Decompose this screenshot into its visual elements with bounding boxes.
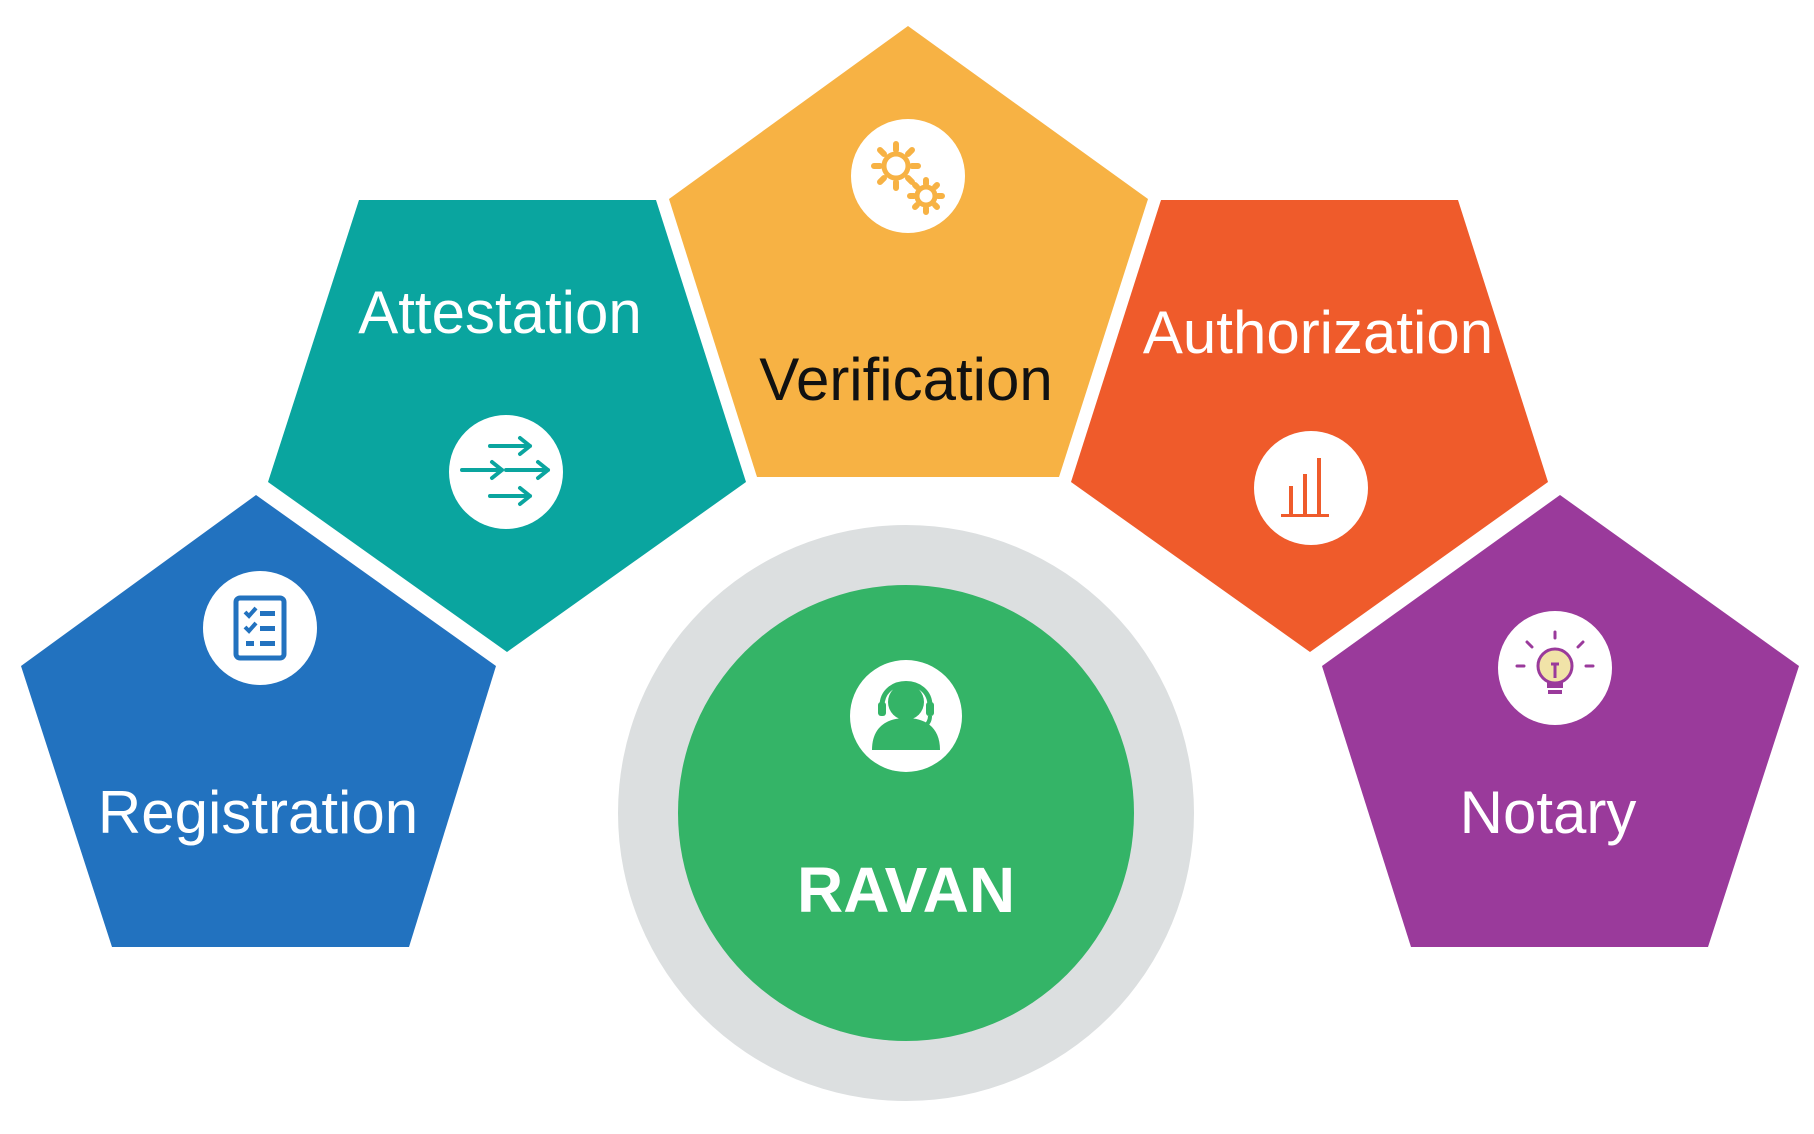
authorization-pentagon (1071, 200, 1548, 652)
segment-label: Registration (98, 779, 418, 846)
segment-verification: Verification (669, 26, 1148, 477)
bar-chart-icon (1254, 431, 1368, 545)
center-label: RAVAN (797, 854, 1015, 926)
segment-label: Authorization (1143, 299, 1493, 366)
segment-label: Notary (1460, 779, 1637, 846)
verification-pentagon (669, 26, 1148, 477)
segment-registration: Registration (21, 495, 496, 947)
segment-label: Verification (759, 346, 1053, 413)
center-hub: RAVAN (618, 525, 1194, 1101)
center-circle (678, 585, 1134, 1041)
lightbulb-icon (1498, 611, 1612, 725)
segment-authorization: Authorization (1071, 200, 1548, 652)
gears-icon (851, 119, 965, 233)
segment-notary: Notary (1322, 495, 1799, 947)
checklist-icon (203, 571, 317, 685)
arrows-exchange-icon (449, 415, 563, 529)
registration-pentagon (21, 495, 496, 947)
segment-attestation: Attestation (268, 200, 746, 652)
segment-label: Attestation (358, 279, 642, 346)
headset-user-icon (850, 660, 962, 772)
